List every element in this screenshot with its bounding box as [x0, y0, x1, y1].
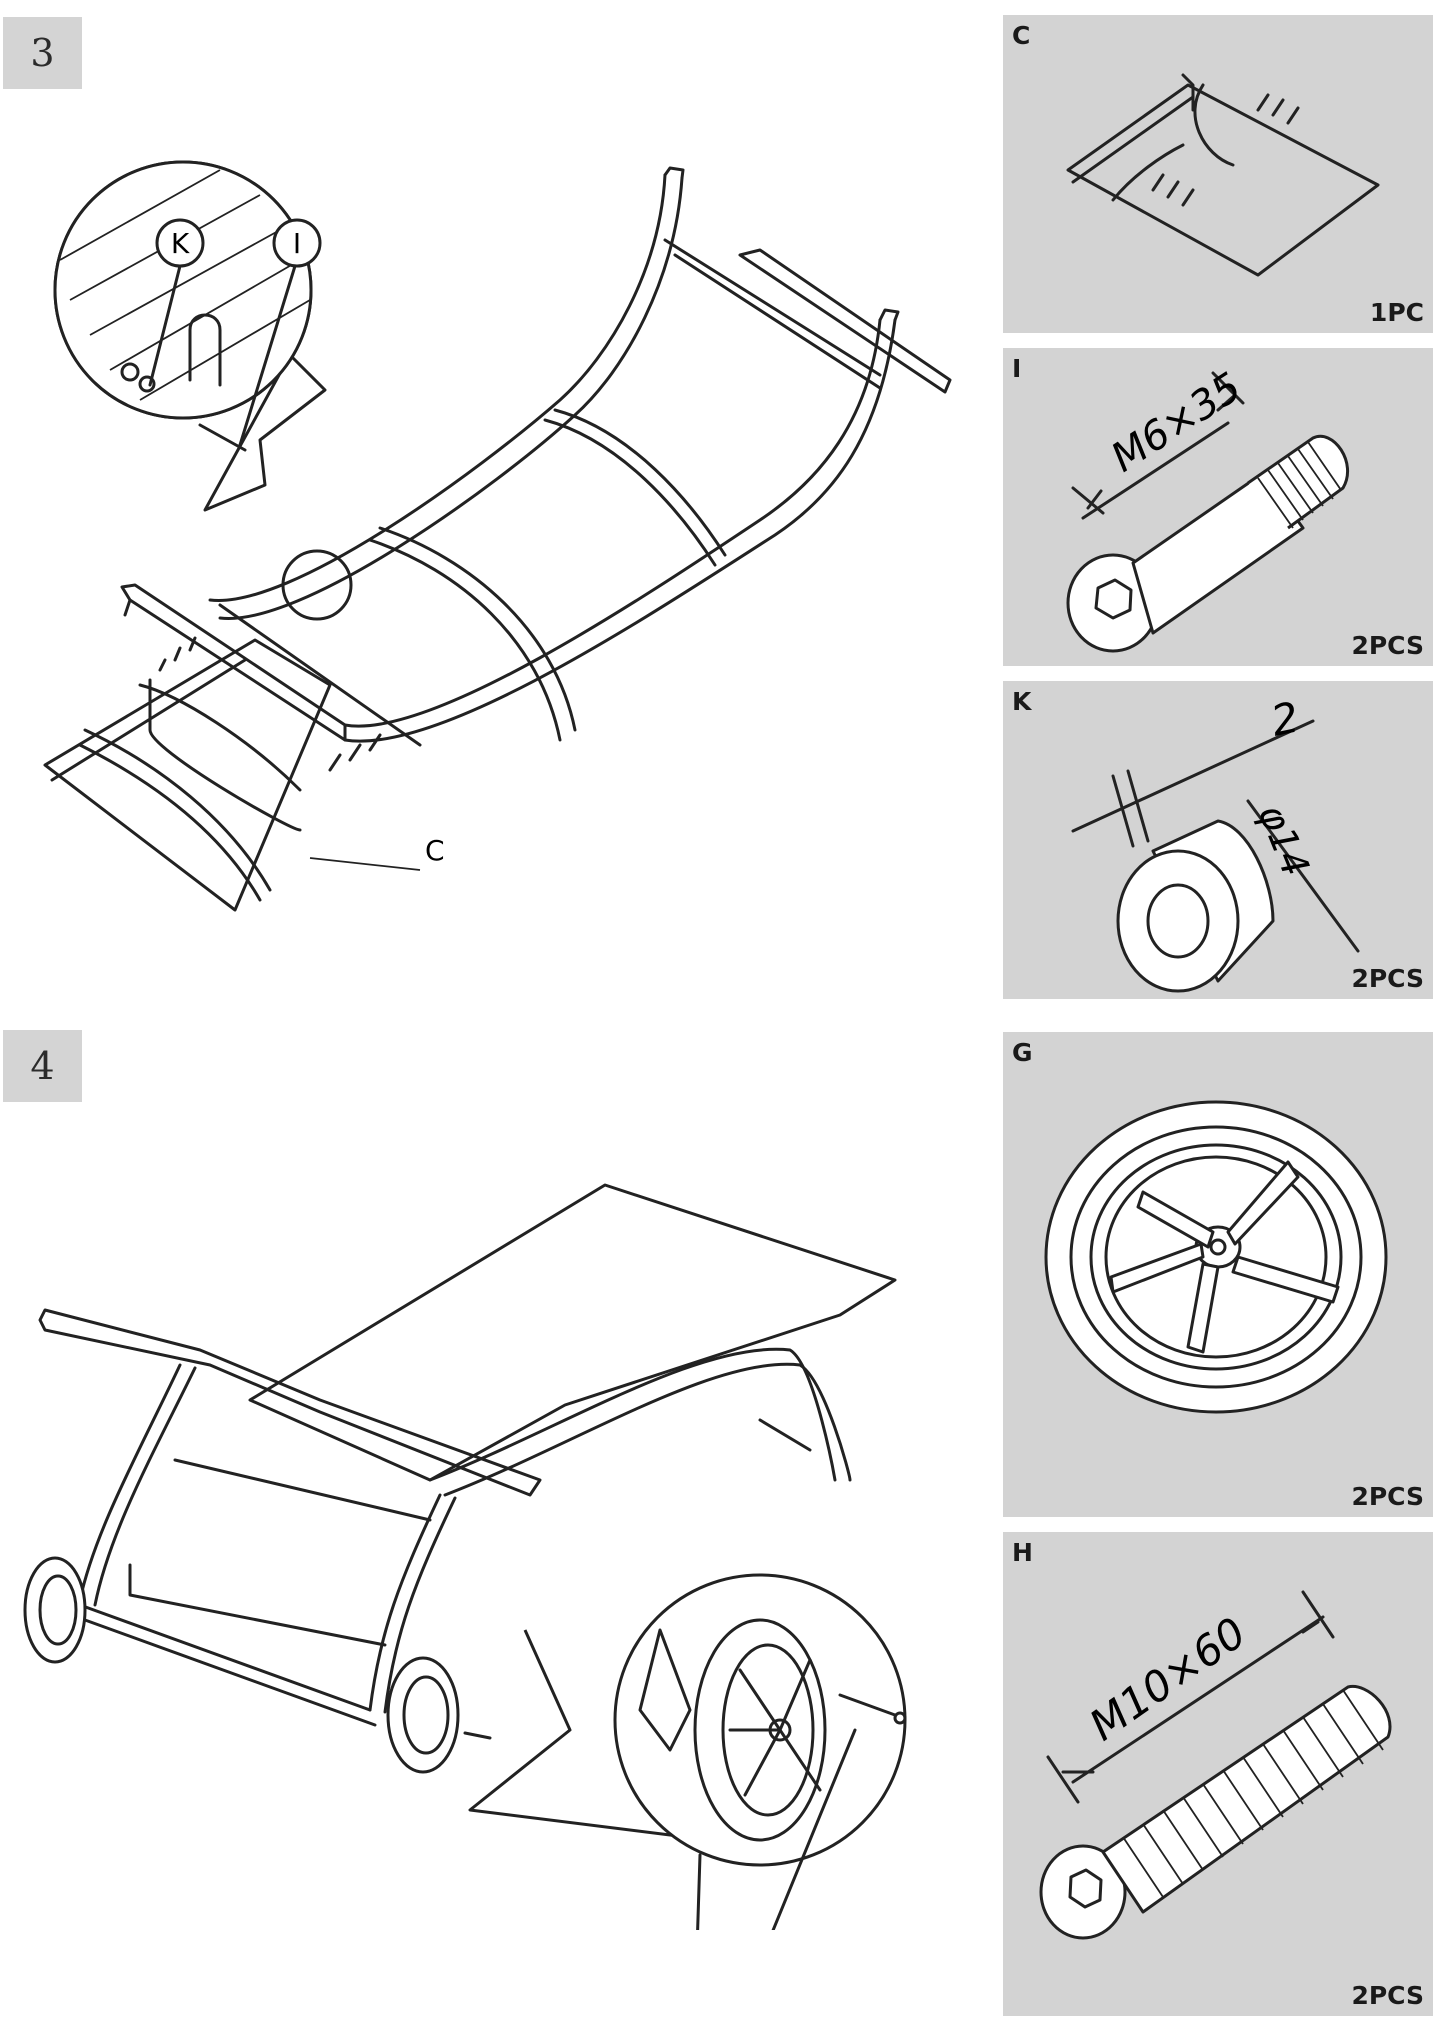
svg-text:K: K [171, 227, 190, 260]
part-g-illustration [1044, 1100, 1388, 1414]
part-k-panel: 2 φ14 K 2PCS [1003, 681, 1433, 999]
step-3-number: 3 [3, 17, 82, 89]
callout-c: C [309, 834, 445, 871]
part-h-quantity: 2PCS [1351, 1981, 1424, 2010]
part-k-thickness: 2 [1267, 692, 1303, 745]
part-c-quantity: 1PC [1369, 298, 1424, 327]
callout-k: K [148, 218, 205, 387]
wheel-detail-magnifier [468, 1573, 907, 1867]
part-h-panel: M10×60 H 2PCS [1003, 1532, 1433, 2016]
part-k-letter: K [1012, 687, 1032, 716]
part-g-letter: G [1012, 1038, 1033, 1067]
main-frame [120, 166, 952, 747]
part-g-quantity: 2PCS [1351, 1482, 1424, 1511]
part-k-quantity: 2PCS [1351, 964, 1424, 993]
part-i-quantity: 2PCS [1351, 631, 1424, 660]
part-h-letter: H [1012, 1538, 1033, 1567]
part-h-illustration: M10×60 [1039, 1590, 1392, 1940]
part-i-panel: M6×35 I 2PCS [1003, 348, 1433, 666]
step-4-number: 4 [3, 1030, 82, 1102]
part-k-illustration: 2 φ14 [1071, 692, 1360, 993]
step-3-illustration: K I C [43, 160, 952, 912]
backrest-frame-c [43, 636, 382, 912]
part-i-letter: I [1012, 354, 1022, 383]
part-g-panel: G 2PCS [1003, 1032, 1433, 1517]
svg-text:C: C [425, 834, 445, 867]
small-wheels [23, 1556, 492, 1774]
callout-i: I [238, 218, 322, 447]
callout-g: G [696, 1853, 702, 1930]
part-c-letter: C [1012, 21, 1031, 50]
detail-magnifier [53, 160, 353, 621]
callout-h: H [771, 1728, 857, 1930]
svg-text:I: I [293, 227, 301, 260]
part-i-illustration: M6×35 [1066, 364, 1350, 653]
step-4-number-text: 4 [30, 1044, 55, 1088]
part-c-panel: C 1PC [1003, 15, 1433, 333]
step-3-number-text: 3 [30, 31, 55, 75]
part-c-illustration [1066, 73, 1380, 277]
assembled-lounger [38, 1183, 897, 1727]
step-4-illustration: G H [23, 1183, 907, 1930]
